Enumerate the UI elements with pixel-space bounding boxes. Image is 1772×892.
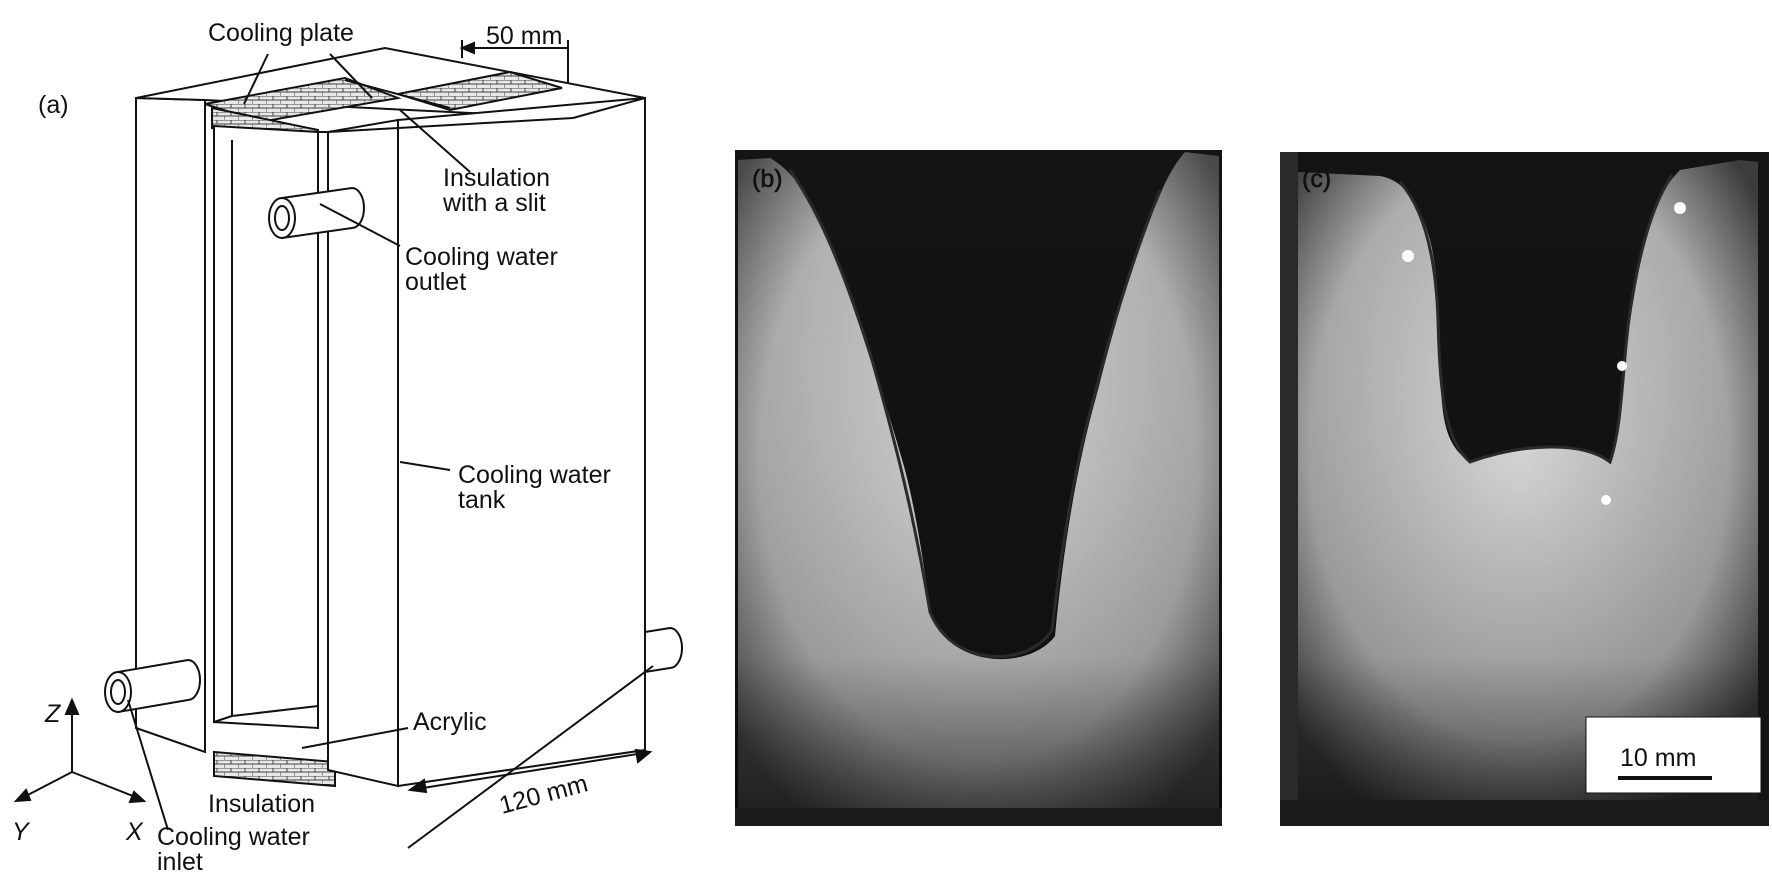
axis-z: Z	[44, 700, 61, 728]
schematic-labels: (a) Cooling plate 50 mm Insulation with …	[12, 19, 611, 876]
schematic-panel-a	[13, 40, 683, 849]
panel-label-b: (b)	[752, 165, 783, 193]
cavity-edge-c	[1398, 174, 1674, 465]
label-outlet-2: outlet	[405, 268, 466, 296]
label-inlet-2: inlet	[157, 848, 203, 876]
label-inlet-1: Cooling water	[157, 823, 310, 851]
cooling-water-inlet-pipe	[117, 658, 201, 714]
insulation-top-right	[397, 70, 563, 112]
label-outlet-1: Cooling water	[405, 243, 558, 271]
scale-bar-label: 10 mm	[1620, 744, 1696, 772]
label-cooling-plate: Cooling plate	[208, 19, 354, 47]
photo-panel-b: (b)	[735, 150, 1222, 826]
label-tank-2: tank	[458, 486, 506, 514]
cavity-edge-b	[788, 169, 1162, 659]
inner-chamber	[213, 124, 319, 730]
scale-bar-box	[1585, 716, 1762, 794]
photo-panel-c: (c) 10 mm	[1280, 152, 1769, 826]
cooling-water-tank-side	[397, 96, 646, 788]
label-insulation: Insulation	[208, 790, 315, 818]
label-acrylic: Acrylic	[413, 708, 487, 736]
label-insulation-slit-1: Insulation	[443, 164, 550, 192]
axis-x: X	[125, 818, 144, 846]
left-slab	[135, 96, 206, 754]
cooling-water-outlet-pipe	[281, 186, 365, 240]
label-length-120mm: 120 mm	[496, 769, 590, 819]
panel-label-a: (a)	[38, 91, 69, 119]
label-insulation-slit-2: with a slit	[442, 189, 546, 217]
label-width-50mm: 50 mm	[486, 22, 562, 50]
label-tank-1: Cooling water	[458, 461, 611, 489]
slit-line	[344, 79, 451, 109]
panel-label-c: (c)	[1302, 165, 1331, 193]
insulation-bottom	[213, 750, 336, 788]
axis-y: Y	[12, 818, 31, 846]
right-pipe	[644, 626, 683, 674]
